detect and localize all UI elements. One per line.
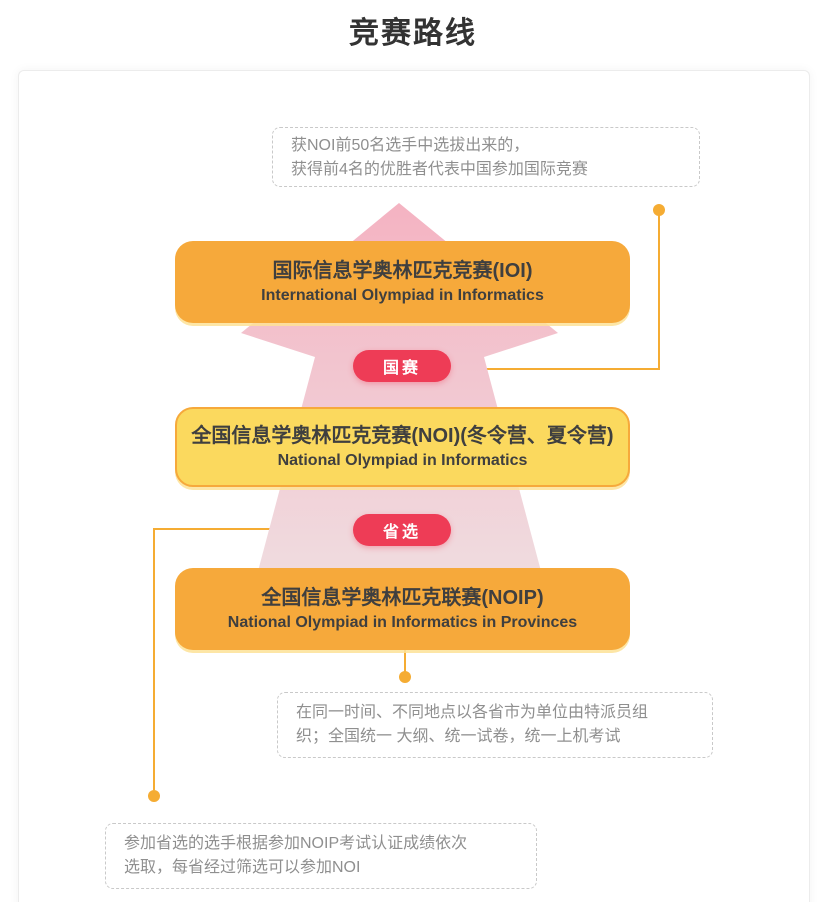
stage-noi-box: 全国信息学奥林匹克竞赛(NOI)(冬令营、夏令营) National Olymp… [175, 407, 630, 487]
connector-line-vertical [658, 213, 660, 370]
callout-noip-note-line: 织；全国统一 大纲、统一试卷，统一上机考试 [296, 728, 621, 745]
badge-provincial: 省选 [353, 514, 451, 546]
stage-ioi-title-zh: 国际信息学奥林匹克竞赛(IOI) [272, 260, 533, 282]
connector-line-horizontal [154, 528, 354, 530]
stage-noi-title-en: National Olympiad in Informatics [277, 452, 528, 469]
callout-ioi-note-line: 获得前4名的优胜者代表中国参加国际竞赛 [291, 161, 588, 178]
callout-noip-note: 在同一时间、不同地点以各省市为单位由特派员组 织；全国统一 大纲、统一试卷，统一… [277, 692, 713, 758]
page-title: 竞赛路线 [349, 17, 477, 50]
callout-province-note-line: 参加省选的选手根据参加NOIP考试认证成绩依次 [124, 835, 468, 852]
badge-national: 国赛 [353, 350, 451, 382]
connector-dot [399, 671, 411, 683]
connector-dot [653, 204, 665, 216]
stage-noi-title-zh: 全国信息学奥林匹克竞赛(NOI)(冬令营、夏令营) [191, 425, 614, 447]
connector-dot [148, 790, 160, 802]
stage-ioi-title-en: International Olympiad in Informatics [261, 287, 544, 304]
connector-line-horizontal [453, 368, 660, 370]
connector-line-vertical [153, 528, 155, 790]
callout-noip-note-line: 在同一时间、不同地点以各省市为单位由特派员组 [296, 704, 649, 721]
connector-line-vertical [404, 650, 406, 673]
stage-noip-title-en: National Olympiad in Informatics in Prov… [227, 614, 578, 631]
callout-province-note-line: 选取，每省经过筛选可以参加NOI [124, 859, 361, 876]
callout-province-note: 参加省选的选手根据参加NOIP考试认证成绩依次 选取，每省经过筛选可以参加NOI [105, 823, 537, 889]
stage-noip-box: 全国信息学奥林匹克联赛(NOIP) National Olympiad in I… [175, 568, 630, 650]
callout-ioi-note: 获NOI前50名选手中选拔出来的， 获得前4名的优胜者代表中国参加国际竞赛 [272, 127, 700, 187]
stage-noip-title-zh: 全国信息学奥林匹克联赛(NOIP) [261, 587, 544, 609]
callout-ioi-note-line: 获NOI前50名选手中选拔出来的， [291, 137, 530, 154]
stage-ioi-box: 国际信息学奥林匹克竞赛(IOI) International Olympiad … [175, 241, 630, 323]
